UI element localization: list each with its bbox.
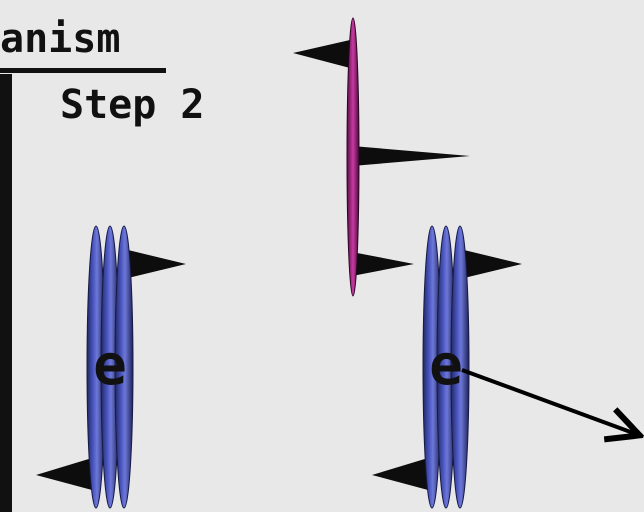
electron-symbol-left: e [93,333,127,398]
black-spike-icon [36,458,92,490]
electron-symbol-right: e [429,333,463,398]
black-spike-icon [128,250,186,278]
title-underline [0,68,166,73]
black-spike-icon [352,146,470,166]
movement-arrow-icon [461,368,636,434]
left-vertical-bar [0,74,12,512]
blue-coin-stack-icon: e [36,225,186,509]
magenta-coin-icon [293,17,470,297]
black-spike-icon [464,250,522,278]
black-spike-icon [372,458,428,490]
title-fragment: anism [0,16,120,62]
black-spike-icon [293,40,350,68]
black-spike-icon [352,252,414,276]
step-label: Step 2 [60,82,205,128]
blue-coin-stack-icon: e [372,225,522,509]
